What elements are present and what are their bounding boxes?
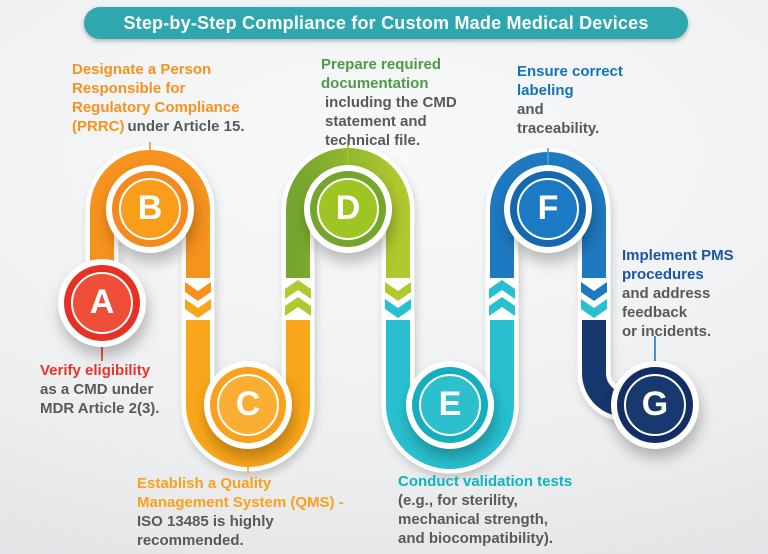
step-c-heading-line: Management System (QMS) - bbox=[137, 494, 344, 511]
step-text-b: Designate a Person Responsible for Regul… bbox=[72, 60, 244, 136]
title-banner: Step-by-Step Compliance for Custom Made … bbox=[84, 7, 688, 39]
step-node-a: A bbox=[58, 259, 146, 347]
step-e-body-line: mechanical strength, bbox=[398, 511, 549, 528]
step-f-body-line: traceability. bbox=[517, 120, 600, 137]
chevron-down-icon bbox=[385, 282, 411, 301]
step-text-e: Conduct validation tests (e.g., for ster… bbox=[398, 472, 572, 548]
step-c-heading-line: Establish a Quality bbox=[137, 475, 272, 492]
step-e-body-line: (e.g., for sterility, bbox=[398, 492, 518, 509]
step-b-heading-line: Designate a Person bbox=[72, 61, 212, 78]
chevron-up-icon bbox=[285, 280, 311, 299]
step-d-body-line: including the CMD bbox=[325, 94, 457, 111]
step-e-body-line: and biocompatibility). bbox=[398, 530, 554, 547]
step-g-body-line: or incidents. bbox=[622, 323, 712, 340]
page-title: Step-by-Step Compliance for Custom Made … bbox=[123, 12, 649, 33]
chevron-down-icon bbox=[581, 299, 607, 318]
step-node-g: G bbox=[611, 361, 699, 449]
step-g-heading-line: Implement PMS bbox=[622, 247, 734, 264]
step-b-heading-line: Regulatory Compliance bbox=[72, 99, 240, 116]
step-b-heading-line: Responsible for bbox=[72, 80, 186, 97]
step-letter-b: B bbox=[137, 189, 163, 227]
step-node-d-disc: D bbox=[310, 171, 386, 247]
step-a-body-line: as a CMD under bbox=[40, 381, 154, 398]
step-letter-g: G bbox=[641, 385, 669, 423]
step-node-a-disc: A bbox=[64, 265, 140, 341]
chevron-down-icon bbox=[185, 282, 211, 301]
step-text-f: Ensure correct labeling and traceability… bbox=[517, 62, 623, 138]
step-node-d: D bbox=[304, 165, 392, 253]
step-c-body-line: ISO 13485 is highly bbox=[137, 513, 274, 530]
step-node-f-disc: F bbox=[510, 171, 586, 247]
chevron-up-icon bbox=[285, 297, 311, 316]
step-node-g-disc: G bbox=[617, 367, 693, 443]
step-a-body-line: MDR Article 2(3). bbox=[40, 400, 160, 417]
chevron-up-icon bbox=[489, 297, 515, 316]
step-letter-f: F bbox=[537, 189, 559, 227]
step-node-e-disc: E bbox=[412, 367, 488, 443]
step-text-c: Establish a Quality Management System (Q… bbox=[137, 474, 344, 550]
step-node-c: C bbox=[204, 361, 292, 449]
step-node-b: B bbox=[106, 165, 194, 253]
step-letter-e: E bbox=[438, 385, 462, 423]
step-node-c-disc: C bbox=[210, 367, 286, 443]
chevron-up-icon bbox=[489, 280, 515, 299]
step-d-body-line: statement and bbox=[325, 113, 427, 130]
step-b-body-inline: under Article 15. bbox=[127, 118, 245, 135]
chevron-down-icon bbox=[185, 299, 211, 318]
step-e-heading-line: Conduct validation tests bbox=[398, 473, 573, 490]
step-d-body-line: technical file. bbox=[325, 132, 421, 149]
step-letter-d: D bbox=[335, 189, 361, 227]
step-b-mixed-line: (PRRC)under Article 15. bbox=[72, 117, 244, 136]
step-a-heading-line: Verify eligibility bbox=[40, 362, 151, 379]
step-d-heading-line: documentation bbox=[321, 75, 429, 92]
step-node-e: E bbox=[406, 361, 494, 449]
step-text-d: Prepare required documentation including… bbox=[321, 55, 457, 150]
step-text-a: Verify eligibility as a CMD under MDR Ar… bbox=[40, 361, 159, 418]
step-node-f: F bbox=[504, 165, 592, 253]
chevron-down-icon bbox=[581, 282, 607, 301]
step-letter-c: C bbox=[235, 385, 261, 423]
step-f-body-line: and bbox=[517, 101, 544, 118]
step-g-body-line: and address bbox=[622, 285, 711, 302]
chevron-down-icon bbox=[385, 299, 411, 318]
step-g-heading-line: procedures bbox=[622, 266, 704, 283]
step-node-b-disc: B bbox=[112, 171, 188, 247]
step-b-heading-inline: (PRRC) bbox=[72, 118, 125, 135]
step-g-body-line: feedback bbox=[622, 304, 688, 321]
step-c-body-line: recommended. bbox=[137, 532, 244, 549]
step-f-heading-line: labeling bbox=[517, 82, 574, 99]
step-f-heading-line: Ensure correct bbox=[517, 63, 623, 80]
step-text-g: Implement PMS procedures and address fee… bbox=[622, 246, 734, 341]
step-letter-a: A bbox=[89, 283, 115, 321]
step-d-heading-line: Prepare required bbox=[321, 56, 442, 73]
